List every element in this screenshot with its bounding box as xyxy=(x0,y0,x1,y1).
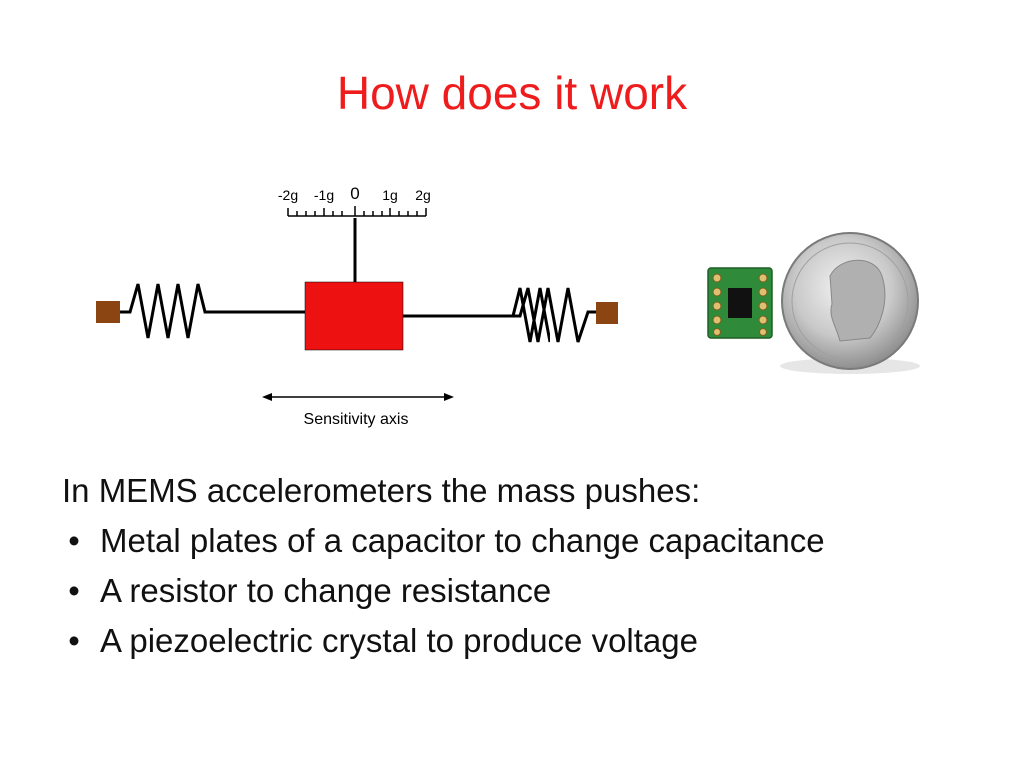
bullet-icon: • xyxy=(68,622,80,659)
intro-text: In MEMS accelerometers the mass pushes: xyxy=(62,472,701,509)
sensitivity-axis-arrow xyxy=(262,393,454,401)
proof-mass xyxy=(304,281,404,351)
scale-ruler xyxy=(287,206,427,217)
list-item: • Metal plates of a capacitor to change … xyxy=(62,516,1002,566)
scale-label: 0 xyxy=(350,184,359,203)
left-anchor xyxy=(96,301,120,323)
right-spring-group xyxy=(500,287,618,343)
coin-image xyxy=(780,232,920,374)
list-item: • A resistor to change resistance xyxy=(62,566,1002,616)
scale-label: -2g xyxy=(278,187,298,203)
left-spring xyxy=(120,283,305,339)
bullet-list: • Metal plates of a capacitor to change … xyxy=(62,516,1002,666)
right-spring-coils xyxy=(500,287,604,343)
list-item: • A piezoelectric crystal to produce vol… xyxy=(62,616,1002,666)
bullet-text: Metal plates of a capacitor to change ca… xyxy=(100,522,825,559)
bullet-text: A piezoelectric crystal to produce volta… xyxy=(100,622,698,659)
scale-label: 1g xyxy=(382,187,398,203)
accelerometer-photo xyxy=(707,232,920,374)
accelerometer-board-image xyxy=(707,267,773,339)
body-text: In MEMS accelerometers the mass pushes: … xyxy=(62,466,1002,666)
bullet-icon: • xyxy=(68,522,80,559)
sensitivity-axis-label: Sensitivity axis xyxy=(304,411,409,428)
right-anchor xyxy=(596,302,618,324)
bullet-icon: • xyxy=(68,572,80,609)
right-spring xyxy=(403,287,550,343)
bullet-text: A resistor to change resistance xyxy=(100,572,552,609)
slide-title: How does it work xyxy=(336,67,688,119)
scale-label: 2g xyxy=(415,187,431,203)
spring-mass-diagram: -2g -1g 0 1g 2g xyxy=(96,184,550,428)
scale-label: -1g xyxy=(314,187,334,203)
